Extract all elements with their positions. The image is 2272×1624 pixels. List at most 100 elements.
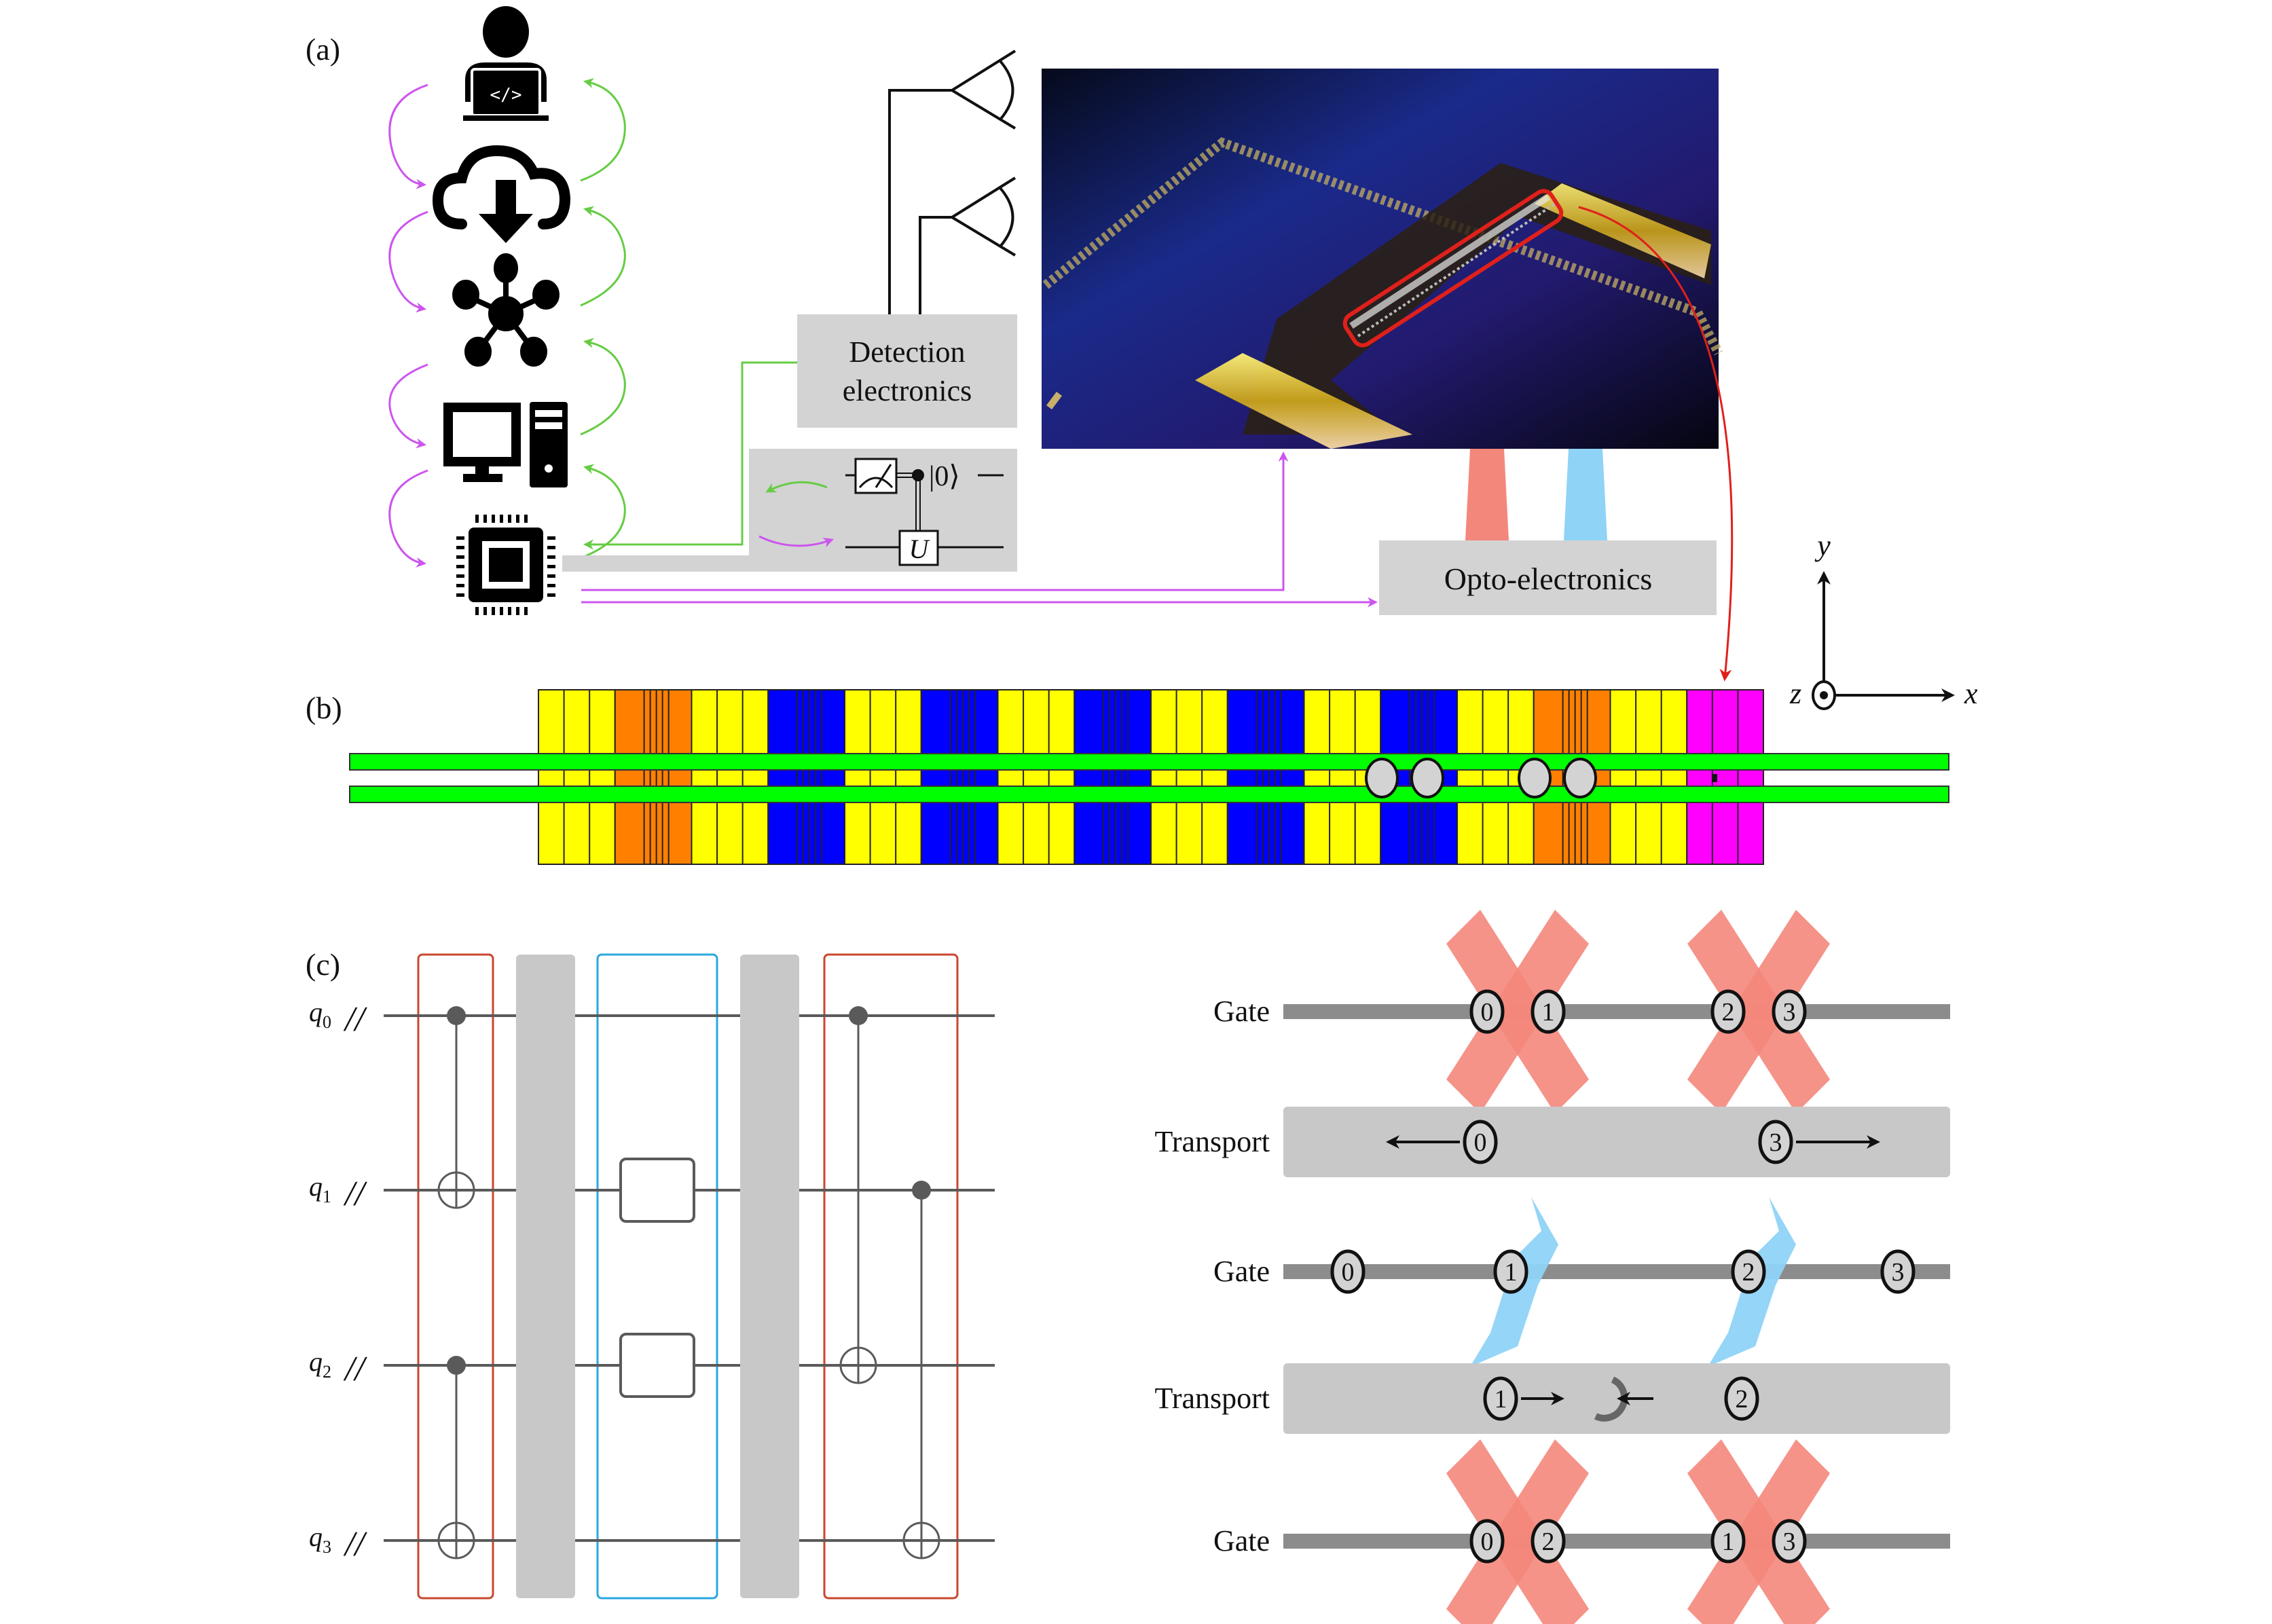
ion-label: 1 (1495, 1385, 1507, 1414)
panel-a-label: (a) (306, 32, 340, 67)
qubit-label: q1 (309, 1171, 331, 1206)
ion (1483, 1376, 1518, 1421)
detection-electronics-box: Detection electronics (797, 314, 1017, 428)
transport-layer-1 (516, 955, 575, 1598)
gate-layer-3 (823, 953, 959, 1600)
user-laptop-code-icon: </> (463, 6, 549, 121)
electrode-yellow (1609, 689, 1688, 865)
opto-electronics-box: Opto-electronics (1379, 540, 1717, 615)
trap-electrode-strip (349, 689, 1949, 865)
panel-b-label: (b) (306, 690, 342, 725)
swap-icon (1594, 1376, 1628, 1422)
electrode-magenta (1686, 689, 1764, 865)
gate-layer-1 (417, 953, 494, 1600)
register-marker: // (343, 1000, 367, 1039)
ion-label: 0 (1342, 1258, 1355, 1287)
ion-label: 0 (1474, 1128, 1487, 1157)
feedback-circuit-box: |0⟩ U (749, 449, 1017, 572)
control-dot (912, 1181, 931, 1200)
zoom-arrow (1578, 206, 1734, 682)
svg-text:|0⟩: |0⟩ (929, 461, 960, 492)
ion-label: 0 (1481, 998, 1494, 1027)
highlight-region (1342, 189, 1564, 348)
ion-label: 1 (1722, 1528, 1735, 1556)
ion (1410, 758, 1444, 798)
ion (1731, 1249, 1766, 1294)
ion (1463, 1120, 1498, 1164)
ion-label: 1 (1542, 998, 1555, 1027)
single-qubit-gate (619, 1333, 695, 1398)
ion (1330, 1249, 1366, 1294)
ion (1493, 1249, 1528, 1294)
svg-text:z: z (1789, 677, 1801, 710)
electrode-blue (920, 689, 999, 865)
electrode-yellow (691, 689, 769, 865)
ion (1365, 758, 1399, 798)
red-laser-beam (1465, 449, 1509, 540)
processor-chip-icon (456, 515, 555, 615)
step-label: Gate (1213, 995, 1270, 1028)
qubit-label: q2 (309, 1346, 331, 1382)
ion (1880, 1249, 1916, 1294)
trap-chip-photo (1042, 69, 1723, 449)
ion-label: 2 (1722, 998, 1735, 1027)
blue-laser-beam (1564, 449, 1607, 540)
qubit-label: q0 (309, 997, 331, 1032)
ion-label: 1 (1505, 1258, 1518, 1287)
step-label: Transport (1154, 1382, 1270, 1415)
network-hub-icon (452, 253, 560, 367)
photodetector-icons (888, 50, 1016, 314)
register-marker: // (343, 1175, 367, 1213)
ion (1710, 1519, 1746, 1564)
trap-rail (1283, 1004, 1950, 1019)
ion-label: 2 (1736, 1385, 1748, 1414)
svg-text:Detection: Detection (849, 335, 965, 369)
gate-layer-2 (596, 953, 718, 1600)
electrode-blue (1074, 689, 1152, 865)
electrode-yellow (997, 689, 1076, 865)
ion (1758, 1120, 1793, 1164)
trap-rail (1283, 1534, 1950, 1549)
svg-text:Opto-electronics: Opto-electronics (1444, 561, 1653, 596)
svg-text:U: U (909, 534, 931, 564)
trap-rail (1283, 1264, 1950, 1279)
ion (1531, 1519, 1566, 1564)
register-marker: // (343, 1350, 367, 1388)
loading-marker (1712, 774, 1717, 782)
ion (1469, 989, 1505, 1034)
step-label: Transport (1154, 1125, 1270, 1158)
svg-text:x: x (1964, 677, 1978, 710)
gate-laser-beam (1446, 1439, 1589, 1624)
register-marker: // (343, 1525, 367, 1564)
step-label: Gate (1213, 1524, 1270, 1557)
ion (1563, 758, 1597, 798)
electrode-yellow (538, 689, 616, 865)
ion-label: 2 (1742, 1258, 1755, 1287)
desktop-computer-icon (443, 402, 568, 487)
electrode-yellow (1150, 689, 1228, 865)
ion-label: 3 (1770, 1128, 1782, 1157)
control-dot (447, 1356, 466, 1375)
rf-rail-top (349, 753, 1949, 771)
uplink-arrows (580, 78, 626, 559)
ion (1724, 1376, 1759, 1421)
qubit-label: q3 (309, 1521, 331, 1557)
electrode-blue (767, 689, 845, 865)
electrode-yellow (844, 689, 922, 865)
ion (1772, 1519, 1807, 1564)
downlink-arrows (388, 84, 428, 568)
gate-laser-beam (1446, 910, 1589, 1113)
control-dot (849, 1006, 868, 1025)
gate-laser-beam (1687, 1439, 1830, 1624)
panel-c-label: (c) (306, 947, 340, 982)
electrode-blue (1226, 689, 1305, 865)
gate-laser-beam (1687, 910, 1830, 1113)
svg-text:</>: </> (490, 85, 522, 105)
detection-feedback-line (583, 361, 797, 550)
step-label: Gate (1213, 1255, 1270, 1288)
ion-label: 3 (1783, 1528, 1796, 1556)
rf-rail-bottom (349, 786, 1949, 803)
ion-label: 0 (1481, 1528, 1494, 1556)
